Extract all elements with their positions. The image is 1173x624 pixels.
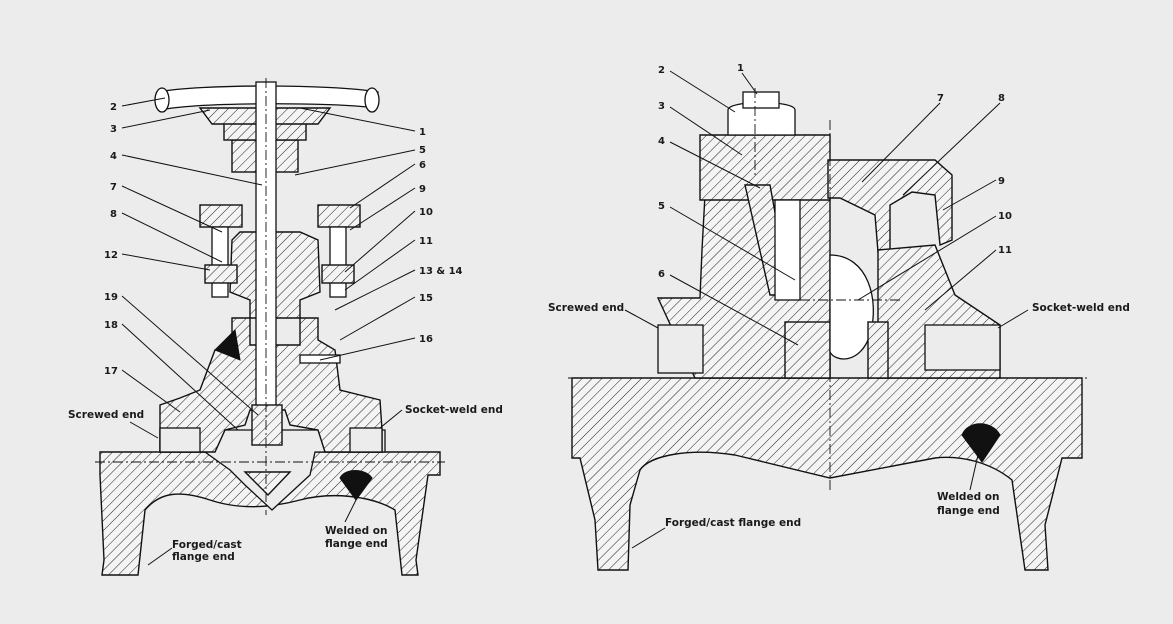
left-weld-bonnet: [214, 328, 241, 361]
left-callout-18: 18: [104, 320, 118, 331]
left-callout-19: 19: [104, 292, 118, 303]
left-callout-17: 17: [104, 366, 118, 377]
right-callout-1: 1: [737, 63, 744, 74]
left-gasket: [299, 354, 341, 364]
right-welded-flange-label-1: Welded on: [937, 491, 999, 503]
left-bolt-shank-right: [329, 226, 347, 298]
right-screwed-end-label: Screwed end: [548, 302, 624, 314]
right-forged-flange-label: Forged/cast flange end: [665, 517, 801, 529]
left-bolt-nut-right: [321, 264, 355, 284]
right-valve: [568, 88, 1088, 571]
right-welded-flange-label-2: flange end: [937, 505, 1000, 517]
left-callout-numbers: 2 3 1 4 5 6 7 9 8 10 12 11 13 & 14 19 15…: [104, 102, 463, 377]
right-callout-7: 7: [937, 93, 944, 104]
left-welded-flange-label-2: flange end: [325, 538, 388, 550]
right-callout-11: 11: [998, 245, 1012, 256]
left-forged-flange-label-2: flange end: [172, 551, 235, 563]
left-bolt-nut-left: [204, 264, 238, 284]
right-callout-4: 4: [658, 136, 665, 147]
right-callout-10: 10: [998, 211, 1012, 222]
left-callout-1: 1: [419, 127, 426, 138]
left-forged-flange-label-1: Forged/cast: [172, 539, 242, 551]
left-screwed-end-label: Screwed end: [68, 409, 144, 421]
left-disc-tip: [243, 471, 292, 497]
left-handwheel-rim-right: [364, 87, 380, 113]
left-welded-flange-label-1: Welded on: [325, 525, 387, 537]
right-callout-6: 6: [658, 269, 665, 280]
left-callout-8: 8: [110, 209, 117, 220]
left-handwheel-rim-left: [154, 87, 170, 113]
right-flange-body: [571, 377, 1083, 571]
right-callout-2: 2: [658, 65, 665, 76]
left-screwed-end-bore: [159, 427, 201, 453]
left-bolt-shank-left: [211, 226, 229, 298]
right-end-labels: Screwed end Socket-weld end Forged/cast …: [548, 302, 1130, 529]
right-socket-weld-bore: [924, 324, 1001, 371]
right-callout-8: 8: [998, 93, 1005, 104]
left-bolt-head-right: [317, 204, 361, 228]
left-callout-2: 2: [110, 102, 117, 113]
right-screwed-end-bore: [657, 324, 704, 374]
right-callout-5: 5: [658, 201, 665, 212]
left-callout-5: 5: [419, 145, 426, 156]
left-socket-weld-bore: [349, 427, 383, 453]
right-ball-disc: [829, 254, 874, 360]
right-callout-3: 3: [658, 101, 665, 112]
left-callout-13-14: 13 & 14: [419, 266, 463, 277]
left-callout-11: 11: [419, 236, 433, 247]
left-weld-flange: [339, 470, 373, 501]
right-socket-weld-end-label: Socket-weld end: [1032, 302, 1130, 314]
right-seat-ring: [784, 321, 831, 379]
left-bolt-head-left: [199, 204, 243, 228]
left-end-labels: Screwed end Socket-weld end Forged/cast …: [68, 404, 503, 563]
right-weld-flange: [961, 423, 1001, 463]
left-callout-6: 6: [419, 160, 426, 171]
left-callout-3: 3: [110, 124, 117, 135]
left-callout-15: 15: [419, 293, 433, 304]
right-callout-numbers: 1 2 3 4 7 8 9 5 10 11 6: [658, 63, 1012, 280]
right-disc-retainer: [867, 321, 889, 379]
left-disc: [251, 404, 283, 446]
left-socket-weld-end-label: Socket-weld end: [405, 404, 503, 416]
left-callout-4: 4: [110, 151, 117, 162]
left-callout-9: 9: [419, 184, 426, 195]
right-stem-guide: [774, 199, 801, 301]
left-callout-16: 16: [419, 334, 433, 345]
left-callout-7: 7: [110, 182, 117, 193]
right-cover-cap: [827, 159, 953, 253]
left-globe-valve: [95, 78, 445, 576]
right-callout-9: 9: [998, 176, 1005, 187]
left-callout-12: 12: [104, 250, 118, 261]
left-callout-10: 10: [419, 207, 433, 218]
leader-lines: [121, 70, 1029, 566]
right-bolt-cap: [742, 91, 780, 109]
